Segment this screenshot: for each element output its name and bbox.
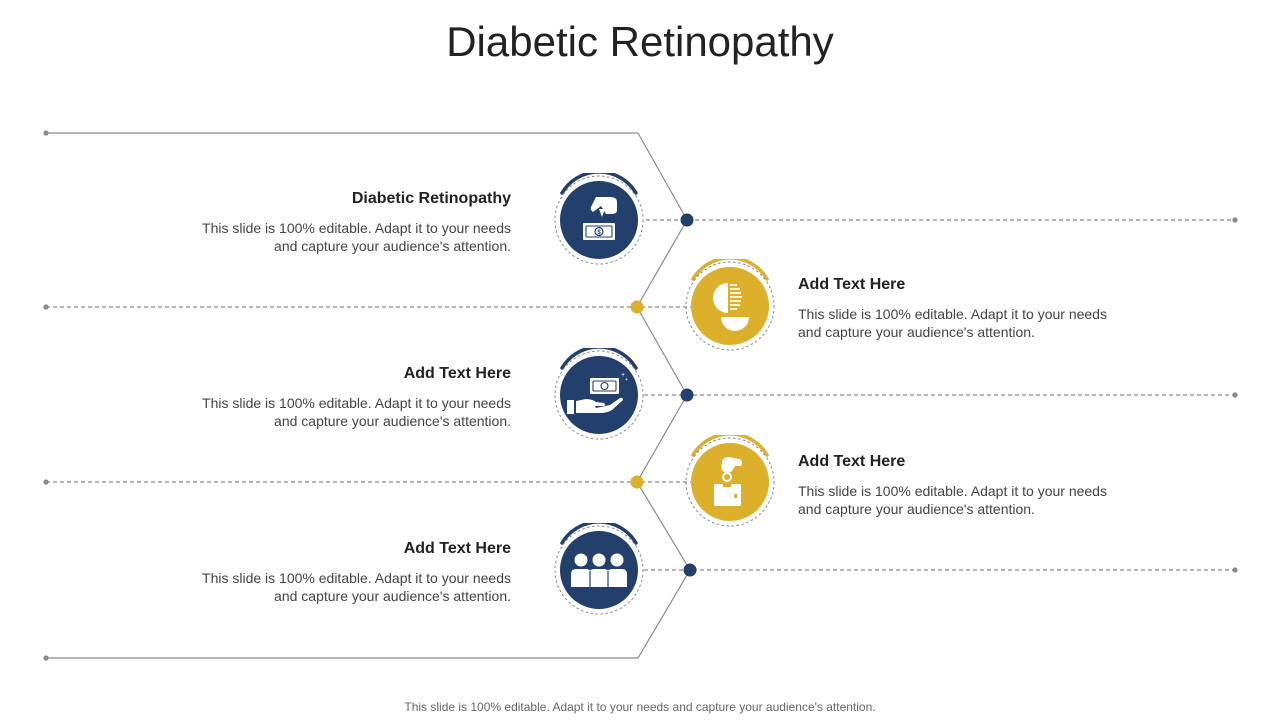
row-4-end-dot: [43, 479, 49, 485]
text-block-3: Add Text Here This slide is 100% editabl…: [181, 365, 511, 430]
three-people-group-icon: [554, 523, 644, 615]
text-block-5-body-line-2: and capture your audience's attention.: [274, 588, 511, 604]
text-block-5: Add Text Here This slide is 100% editabl…: [181, 540, 511, 605]
icon-badge-2: [683, 259, 777, 353]
vertex-dot-1: [680, 213, 694, 227]
hand-dropping-coin-into-box-icon: [685, 435, 775, 527]
svg-text:+: +: [621, 372, 625, 379]
vertex-dot-2: [630, 300, 644, 314]
text-block-1-body-line-1: This slide is 100% editable. Adapt it to…: [202, 220, 511, 236]
text-block-3-body: This slide is 100% editable. Adapt it to…: [181, 394, 511, 430]
text-block-3-heading: Add Text Here: [403, 365, 511, 382]
text-block-4-body: This slide is 100% editable. Adapt it to…: [798, 482, 1128, 518]
icon-badge-3: + +: [552, 348, 646, 442]
text-block-1-body-line-2: and capture your audience's attention.: [274, 238, 511, 254]
text-block-1-heading: Diabetic Retinopathy: [351, 190, 511, 207]
hand-dropping-coin-on-banknote-icon: $: [554, 173, 644, 265]
text-block-2-heading: Add Text Here: [798, 276, 906, 293]
text-block-1-body: This slide is 100% editable. Adapt it to…: [181, 219, 511, 255]
text-block-2-body: This slide is 100% editable. Adapt it to…: [798, 305, 1128, 341]
bottom-frame-end-dot: [43, 655, 49, 661]
row-3-end-dot: [1232, 392, 1238, 398]
icon-badge-1: $: [552, 173, 646, 267]
text-block-2: Add Text Here This slide is 100% editabl…: [798, 276, 1128, 341]
row-2-end-dot: [43, 304, 49, 310]
top-frame-end-dot: [43, 130, 49, 136]
text-block-5-body: This slide is 100% editable. Adapt it to…: [181, 569, 511, 605]
vertex-dot-4: [630, 475, 644, 489]
text-block-1: Diabetic Retinopathy This slide is 100% …: [181, 190, 511, 255]
text-block-4-body-line-2: and capture your audience's attention.: [798, 501, 1035, 517]
text-block-5-body-line-1: This slide is 100% editable. Adapt it to…: [202, 570, 511, 586]
vertex-dot-5: [683, 563, 697, 577]
icon-badge-4: [683, 435, 777, 529]
svg-text:+: +: [625, 377, 628, 383]
hand-holding-banknote-icon: + +: [554, 348, 644, 440]
slide-footer: This slide is 100% editable. Adapt it to…: [404, 700, 876, 714]
text-block-4: Add Text Here This slide is 100% editabl…: [798, 453, 1128, 518]
text-block-3-body-line-2: and capture your audience's attention.: [274, 413, 511, 429]
text-block-5-heading: Add Text Here: [403, 540, 511, 557]
text-block-2-body-line-1: This slide is 100% editable. Adapt it to…: [798, 306, 1107, 322]
coin-and-bowl-icon: [685, 259, 775, 351]
text-block-2-body-line-2: and capture your audience's attention.: [798, 324, 1035, 340]
icon-badge-5: [552, 523, 646, 617]
row-5-end-dot: [1232, 567, 1238, 573]
vertex-dot-3: [680, 388, 694, 402]
text-block-4-body-line-1: This slide is 100% editable. Adapt it to…: [798, 483, 1107, 499]
row-1-end-dot: [1232, 217, 1238, 223]
svg-text:$: $: [597, 230, 601, 236]
slide-title: Diabetic Retinopathy: [446, 18, 834, 65]
text-block-3-body-line-1: This slide is 100% editable. Adapt it to…: [202, 395, 511, 411]
text-block-4-heading: Add Text Here: [798, 453, 906, 470]
